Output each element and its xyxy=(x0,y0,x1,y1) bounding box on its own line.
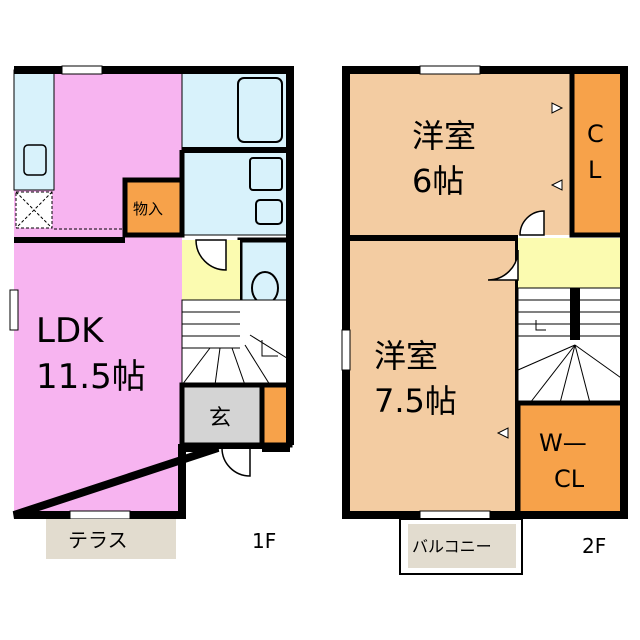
floor-2-label: 2F xyxy=(582,534,606,558)
door-swing-2f-b xyxy=(487,249,519,281)
walk-in-closet xyxy=(515,400,627,518)
window-1f-left xyxy=(9,289,19,331)
outer-wall-1f xyxy=(12,66,294,519)
bathtub-icon xyxy=(237,77,283,143)
stair-arrow-icon xyxy=(261,340,278,357)
window-1f-top xyxy=(61,65,103,75)
entrance-label: 玄 xyxy=(209,406,231,431)
closet-label-top: C xyxy=(587,120,604,148)
door-marker-1 xyxy=(551,102,564,114)
balcony-label: バルコニー xyxy=(412,537,492,556)
stair-steps-2f xyxy=(517,299,625,404)
closet-label-bottom: L xyxy=(588,156,602,184)
western-room-6 xyxy=(346,70,572,235)
stairs-1f xyxy=(181,299,291,386)
stair-steps-1f xyxy=(181,311,291,386)
storage-label: 物入 xyxy=(133,200,163,218)
washing-machine-icon xyxy=(249,157,283,191)
entrance xyxy=(179,382,265,448)
ldk-size-label: 11.5帖 xyxy=(36,357,146,397)
western6-size-label: 6帖 xyxy=(412,162,464,200)
wic-label-top: W— xyxy=(539,429,587,457)
western-room-7-5 xyxy=(346,235,518,515)
wash-basin-icon xyxy=(255,199,283,225)
sink-icon xyxy=(23,144,47,176)
window-2f-bottom xyxy=(419,510,491,520)
terrace-label: テラス xyxy=(68,528,128,552)
ldk-name-label: LDK xyxy=(36,311,105,351)
window-2f-top xyxy=(419,65,481,75)
floor-2: 洋室 6帖 洋室 7.5帖 C L W— CL バルコニー 2F xyxy=(341,65,628,575)
wic-label-bottom: CL xyxy=(554,465,585,493)
floor-1: LDK 11.5帖 物入 玄 テラス 1F xyxy=(9,65,294,559)
door-swing-icon xyxy=(195,239,227,271)
floor-1-label: 1F xyxy=(252,529,276,553)
western75-size-label: 7.5帖 xyxy=(374,382,457,420)
stair-well xyxy=(570,288,580,340)
balcony-floor xyxy=(408,524,516,568)
hall-2f xyxy=(518,238,624,288)
door-marker-2 xyxy=(550,179,563,191)
closet xyxy=(569,67,627,238)
western75-name-label: 洋室 xyxy=(374,337,438,375)
door-swing-2f-a xyxy=(519,210,545,236)
toilet-icon xyxy=(251,271,279,305)
fridge-cross-b xyxy=(15,191,53,229)
entrance-door-icon xyxy=(221,447,251,477)
door-marker-3 xyxy=(496,427,509,439)
storage-room xyxy=(122,177,185,238)
terrace xyxy=(46,519,176,559)
western6-name-label: 洋室 xyxy=(412,117,476,155)
window-1f-bottom xyxy=(69,510,131,520)
window-2f-left xyxy=(341,329,351,371)
shoe-closet xyxy=(259,382,293,448)
stair-arrow-2f-icon xyxy=(535,320,546,331)
